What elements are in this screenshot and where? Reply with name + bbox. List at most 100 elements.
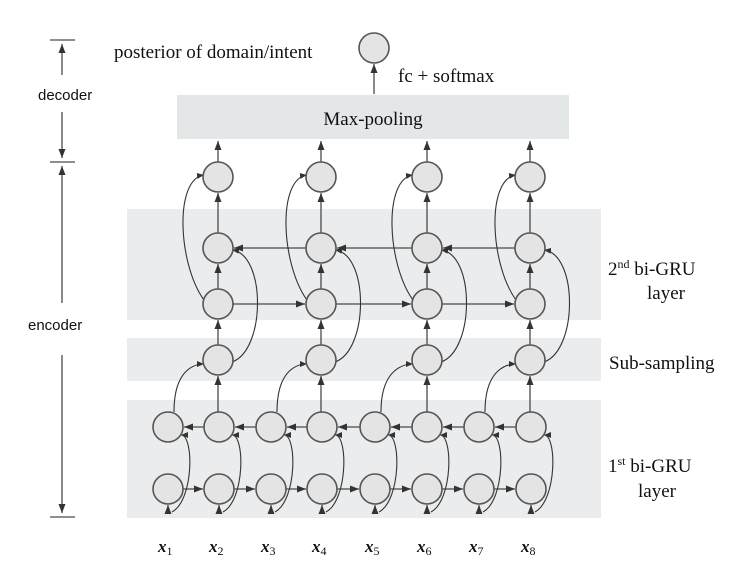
l2-forward-node-2 [305, 288, 337, 320]
l1-skip-curve-8 [534, 432, 554, 513]
subsample-node-2 [305, 344, 337, 376]
layer1-subtitle: layer [638, 481, 677, 502]
decoder-span-marker [50, 39, 75, 158]
input-base-6: x [416, 537, 426, 556]
layer1-ordinal-suffix: st [618, 454, 627, 468]
input-label-4: x4 [311, 537, 327, 558]
l1-forward-node-1 [152, 473, 184, 505]
subsampling-label: Sub-sampling [609, 353, 715, 374]
subsample-node-3 [411, 344, 443, 376]
l2-output-node-4 [514, 161, 546, 193]
input-subscript-8: 8 [530, 544, 536, 558]
l2-backward-node-3 [411, 232, 443, 264]
l2-output-node-1 [202, 161, 234, 193]
l2-skip-back-1 [231, 247, 258, 363]
layer2-ordinal-suffix: nd [618, 257, 630, 271]
l1-forward-node-7 [463, 473, 495, 505]
l2-skip-top-2 [285, 172, 308, 301]
input-base-4: x [311, 537, 321, 556]
l1-forward-node-4 [306, 473, 338, 505]
layer2-title: 2nd bi-GRU [608, 257, 696, 280]
l1-forward-node-5 [359, 473, 391, 505]
input-label-8: x8 [520, 537, 536, 558]
l1-backward-node-1 [152, 411, 184, 443]
input-base-7: x [468, 537, 478, 556]
l1-skip-curve-2 [222, 432, 242, 513]
l2-backward-node-4 [514, 232, 546, 264]
layer2-name: bi-GRU [630, 259, 696, 280]
l2-skip-top-4 [494, 172, 517, 301]
l2-forward-node-3 [411, 288, 443, 320]
input-subscript-4: 4 [321, 544, 327, 558]
subsample-edge-a-2 [276, 361, 308, 413]
posterior-label: posterior of domain/intent [114, 42, 313, 63]
l1-skip-curve-6 [430, 432, 450, 513]
input-subscript-6: 6 [426, 544, 432, 558]
subsample-node-4 [514, 344, 546, 376]
subsample-edge-a-1 [173, 361, 205, 413]
input-label-2: x2 [208, 537, 224, 558]
edges [164, 64, 570, 514]
encoder-label: encoder [28, 317, 82, 334]
input-subscript-7: 7 [478, 544, 484, 558]
l2-skip-back-4 [543, 247, 570, 363]
nodes [152, 32, 547, 505]
l1-backward-node-3 [255, 411, 287, 443]
decoder-label: decoder [38, 87, 92, 104]
l1-backward-node-8 [515, 411, 547, 443]
l2-skip-back-3 [440, 247, 467, 363]
subsample-edge-a-4 [484, 361, 517, 413]
posterior-output-node [358, 32, 390, 64]
input-label-7: x7 [468, 537, 484, 558]
input-base-1: x [157, 537, 167, 556]
l1-skip-curve-5 [378, 432, 398, 513]
l2-output-node-2 [305, 161, 337, 193]
max-pooling-label: Max-pooling [323, 109, 423, 130]
l2-backward-node-1 [202, 232, 234, 264]
input-base-3: x [260, 537, 270, 556]
l1-backward-node-4 [306, 411, 338, 443]
l1-skip-curve-7 [482, 432, 502, 513]
l1-skip-curve-3 [274, 432, 294, 513]
max-pooling-box [177, 95, 569, 139]
input-label-6: x6 [416, 537, 432, 558]
subsample-node-1 [202, 344, 234, 376]
input-label-5: x5 [364, 537, 380, 558]
l1-skip-curve-4 [325, 432, 345, 513]
input-base-8: x [520, 537, 530, 556]
l2-skip-top-3 [391, 172, 414, 301]
input-label-1: x1 [157, 537, 173, 558]
l2-skip-top-1 [182, 172, 205, 301]
input-label-3: x3 [260, 537, 276, 558]
l1-skip-curve-1 [171, 432, 191, 513]
input-base-5: x [364, 537, 374, 556]
fc-softmax-label: fc + softmax [398, 66, 495, 87]
l1-backward-node-6 [411, 411, 443, 443]
l2-output-node-3 [411, 161, 443, 193]
layer1-title: 1st bi-GRU [608, 454, 692, 477]
layer2-ordinal: 2 [608, 259, 618, 280]
l1-backward-node-7 [463, 411, 495, 443]
input-subscript-3: 3 [270, 544, 276, 558]
l2-skip-back-2 [334, 247, 361, 363]
l2-forward-node-4 [514, 288, 546, 320]
l1-forward-node-8 [515, 473, 547, 505]
layer1-name: bi-GRU [626, 456, 692, 477]
l1-forward-node-2 [203, 473, 235, 505]
l1-backward-node-2 [203, 411, 235, 443]
l2-forward-node-1 [202, 288, 234, 320]
l1-forward-node-3 [255, 473, 287, 505]
input-subscript-1: 1 [167, 544, 173, 558]
subsample-edge-a-3 [380, 361, 414, 413]
l1-backward-node-5 [359, 411, 391, 443]
input-subscript-2: 2 [218, 544, 224, 558]
l1-forward-node-6 [411, 473, 443, 505]
input-subscript-5: 5 [374, 544, 380, 558]
l2-backward-node-2 [305, 232, 337, 264]
input-base-2: x [208, 537, 218, 556]
encoder-span-marker [50, 161, 75, 518]
layer2-subtitle: layer [647, 283, 686, 304]
layer1-ordinal: 1 [608, 456, 618, 477]
